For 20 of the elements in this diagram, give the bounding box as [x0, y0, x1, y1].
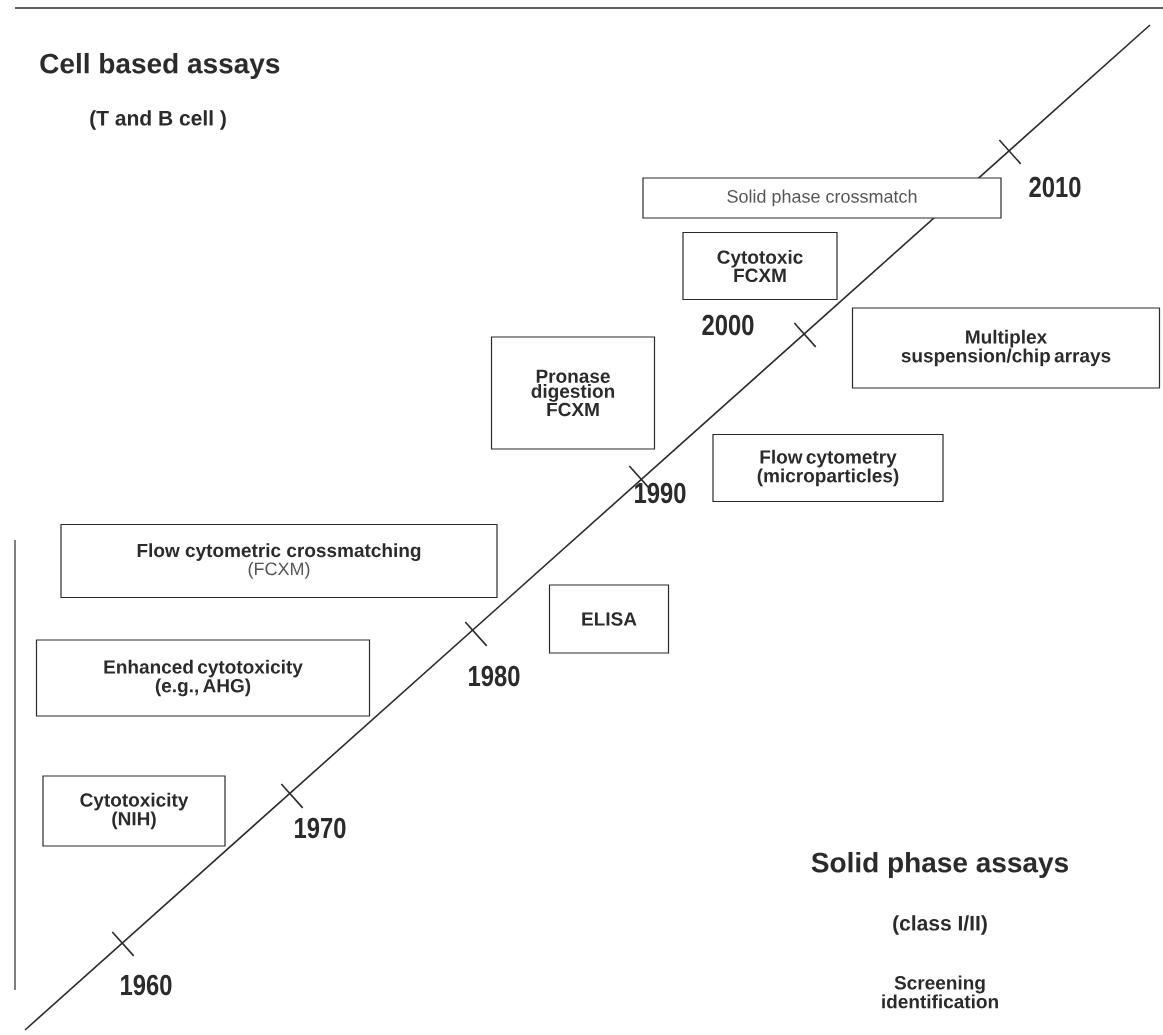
- year-label: 1970: [295, 817, 346, 839]
- text-box: Pronase digestion FCXM: [490, 336, 656, 450]
- heading: Cell based assays: [40, 52, 280, 80]
- year-label: 1990: [635, 482, 686, 504]
- text-box: Solid phase crossmatch: [642, 177, 1002, 219]
- text-box: Flow cytometric crossmatching (FCXM): [60, 523, 498, 599]
- year-label: 2000: [702, 314, 754, 336]
- subheading: (class I/II): [893, 915, 987, 935]
- text-box: Enhanced cytotoxicity (e.g., AHG): [35, 639, 371, 717]
- heading: Solid phase assays: [811, 851, 1068, 879]
- text-box: Multiplex suspension/chip arrays: [851, 307, 1161, 389]
- text-box: ELISA: [548, 584, 670, 654]
- year-label: 1980: [469, 665, 520, 687]
- text-box: Flow cytometry (microparticles): [712, 433, 944, 503]
- note: Screening identification: [882, 975, 998, 1009]
- subheading: (T and B cell ): [90, 110, 226, 130]
- year-label: 2010: [1029, 176, 1081, 198]
- text-box: Cytotoxic FCXM: [682, 231, 838, 301]
- text-box: Cytotoxicity (NIH): [42, 775, 226, 847]
- year-label: 1960: [121, 974, 172, 996]
